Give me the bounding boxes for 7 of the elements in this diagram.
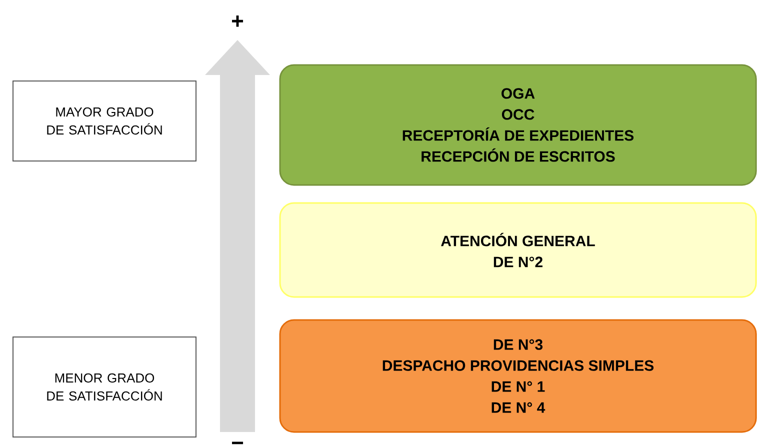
label-box: MAYOR GRADO DE SATISFACCIÓN	[12, 80, 196, 162]
level-box: ATENCIÓN GENERAL DE N°2	[279, 202, 757, 298]
level-box: OGA OCC RECEPTORÍA DE EXPEDIENTES RECEPCIÓN DE ESCRITOS	[279, 64, 757, 186]
label-box: MENOR GRADO DE SATISFACCIÓN	[12, 336, 196, 438]
plus-sign: +	[232, 16, 244, 27]
minus-sign: −	[232, 442, 244, 444]
level-box: DE N°3 DESPACHO PROVIDENCIAS SIMPLES DE N° 1 DE N° 4	[279, 319, 757, 433]
